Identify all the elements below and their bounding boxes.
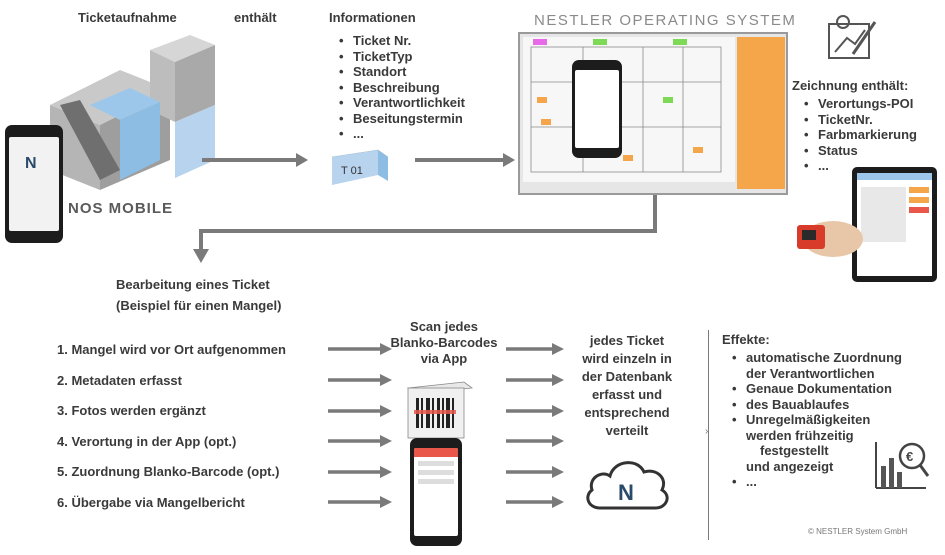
scan-line1: Scan jedes [410,319,478,334]
zeichnung-item: ... [800,158,917,174]
database-line: jedes Ticket [589,333,665,348]
nos-mobile-phone: N [5,125,63,243]
info-item: Beschreibung [335,80,465,96]
copyright: © NESTLER System GmbH [808,527,908,536]
info-item: Ticket Nr. [335,33,465,49]
ticket-cube-icon [331,149,389,185]
informationen-title: Informationen [329,10,416,25]
effekte-item: ... [728,474,902,490]
effekte-title: Effekte: [722,332,770,347]
info-item: Verantwortlichkeit [335,95,465,111]
arrow-to-bearbeitung [193,195,657,263]
ticket-list-panel [737,37,785,189]
arrows-scan-to-database [506,343,564,508]
drawing-pencil-icon [828,15,877,59]
label-ticketaufnahme: Ticketaufnahme [78,10,177,25]
scan-phone [410,438,462,546]
barcode-box-icon [406,381,474,439]
zeichnung-item: Verortungs-POI [800,96,917,112]
svg-text:N: N [618,480,634,505]
step-item: 2. Metadaten erfasst [57,372,182,388]
effekte-item: Genaue Dokumentation [728,381,902,397]
nos-monitor [518,32,788,195]
cloud-icon: N [586,461,669,510]
nos-mobile-label: NOS MOBILE [68,200,174,217]
tablet-device [852,167,937,282]
divider-arrow-icon: › [705,426,709,437]
scan-line3: via App [420,351,468,366]
euro-chart-icon: € [875,442,930,489]
nos-logo-icon: N [25,155,37,172]
arrow-to-informationen [202,153,308,167]
database-line: wird einzeln in [582,351,672,366]
bearbeitung-line1: Bearbeitung eines Ticket [116,277,270,292]
nos-title: NESTLER OPERATING SYSTEM [534,12,797,29]
ticket-label: T 01 [341,165,363,177]
monitor-phone [572,60,622,158]
database-text: jedes Ticket wird einzeln in der Datenba… [566,332,688,440]
step-item: 5. Zuordnung Blanko-Barcode (opt.) [57,464,280,480]
zeichnung-title: Zeichnung enthält: [792,78,909,93]
database-line: entsprechend [584,405,670,420]
zeichnung-item: TicketNr. [800,112,917,128]
step-item: 3. Fotos werden ergänzt [57,403,206,419]
scan-line2: Blanko-Barcodes [390,335,498,350]
label-enthaelt: enthält [234,10,277,25]
nos-building-graphic [50,35,215,190]
database-line: verteilt [605,423,649,438]
info-item: Standort [335,64,465,80]
database-line: erfasst und [591,387,663,402]
svg-text:€: € [906,449,913,464]
effekte-item: des Bauablaufes [728,397,902,413]
steps-list: 1. Mangel wird vor Ort aufgenommen 2. Me… [57,342,286,526]
step-item: 1. Mangel wird vor Ort aufgenommen [57,342,286,357]
info-item: TicketTyp [335,49,465,65]
floorplan [523,37,735,182]
bearbeitung-line2: (Beispiel für einen Mangel) [116,298,282,313]
zeichnung-item: Farbmarkierung [800,127,917,143]
zeichnung-item: Status [800,143,917,159]
divider [708,330,709,540]
database-line: der Datenbank [581,369,673,384]
barcode-scanner-hand-icon [797,221,863,257]
arrow-to-nos [415,153,515,167]
arrows-steps-to-scan [328,343,392,508]
step-item: 6. Übergabe via Mangelbericht [57,494,245,510]
info-item: ... [335,126,465,142]
info-item: Beseitungstermin [335,111,465,127]
step-item: 4. Verortung in der App (opt.) [57,433,237,449]
informationen-list: Ticket Nr. TicketTyp Standort Beschreibu… [335,33,465,142]
zeichnung-list: Verortungs-POI TicketNr. Farbmarkierung … [800,96,917,174]
